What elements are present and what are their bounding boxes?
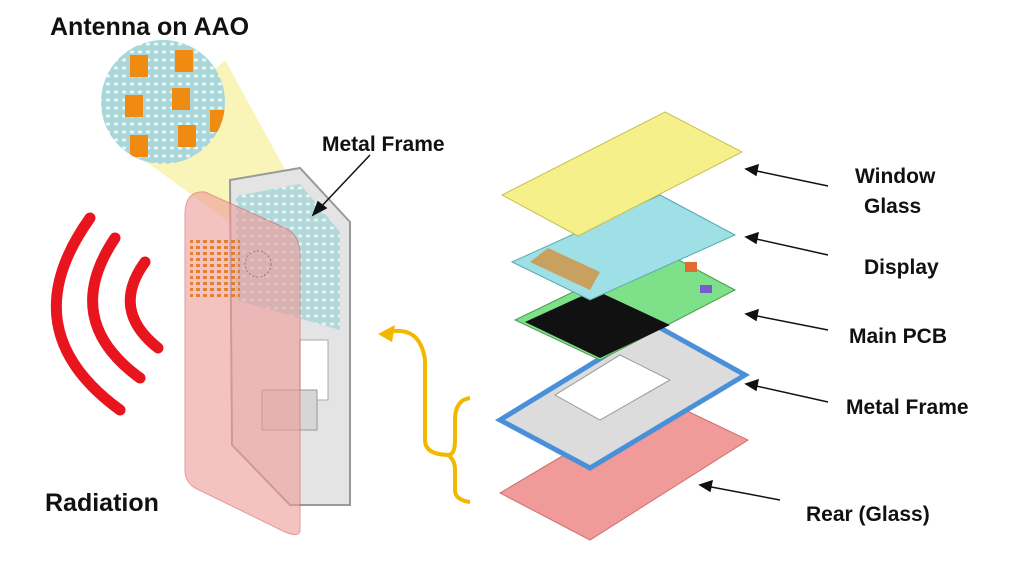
layer-main-pcb — [513, 249, 737, 361]
layer-window-glass — [500, 111, 744, 237]
main-pcb-label: Main PCB — [849, 325, 948, 348]
assembly-arrow-icon — [378, 325, 471, 504]
layer-display — [510, 194, 737, 301]
window-glass-label-line1: Window — [855, 165, 936, 188]
rear-glass-assembled — [184, 191, 301, 536]
layer-rear-glass — [498, 397, 750, 541]
display-label: Display — [864, 256, 939, 279]
radiation-label: Radiation — [45, 489, 159, 517]
layer-metal-frame — [494, 322, 750, 471]
pointer-arrows — [311, 154, 829, 501]
radiation-waves-icon — [50, 212, 164, 416]
window-glass-label-line2: Glass — [864, 195, 922, 218]
metal-frame-label-left: Metal Frame — [322, 133, 445, 156]
antenna-title: Antenna on AAO — [50, 13, 250, 41]
metal-frame-label-right: Metal Frame — [846, 396, 969, 419]
rear-glass-label: Rear (Glass) — [806, 503, 930, 526]
